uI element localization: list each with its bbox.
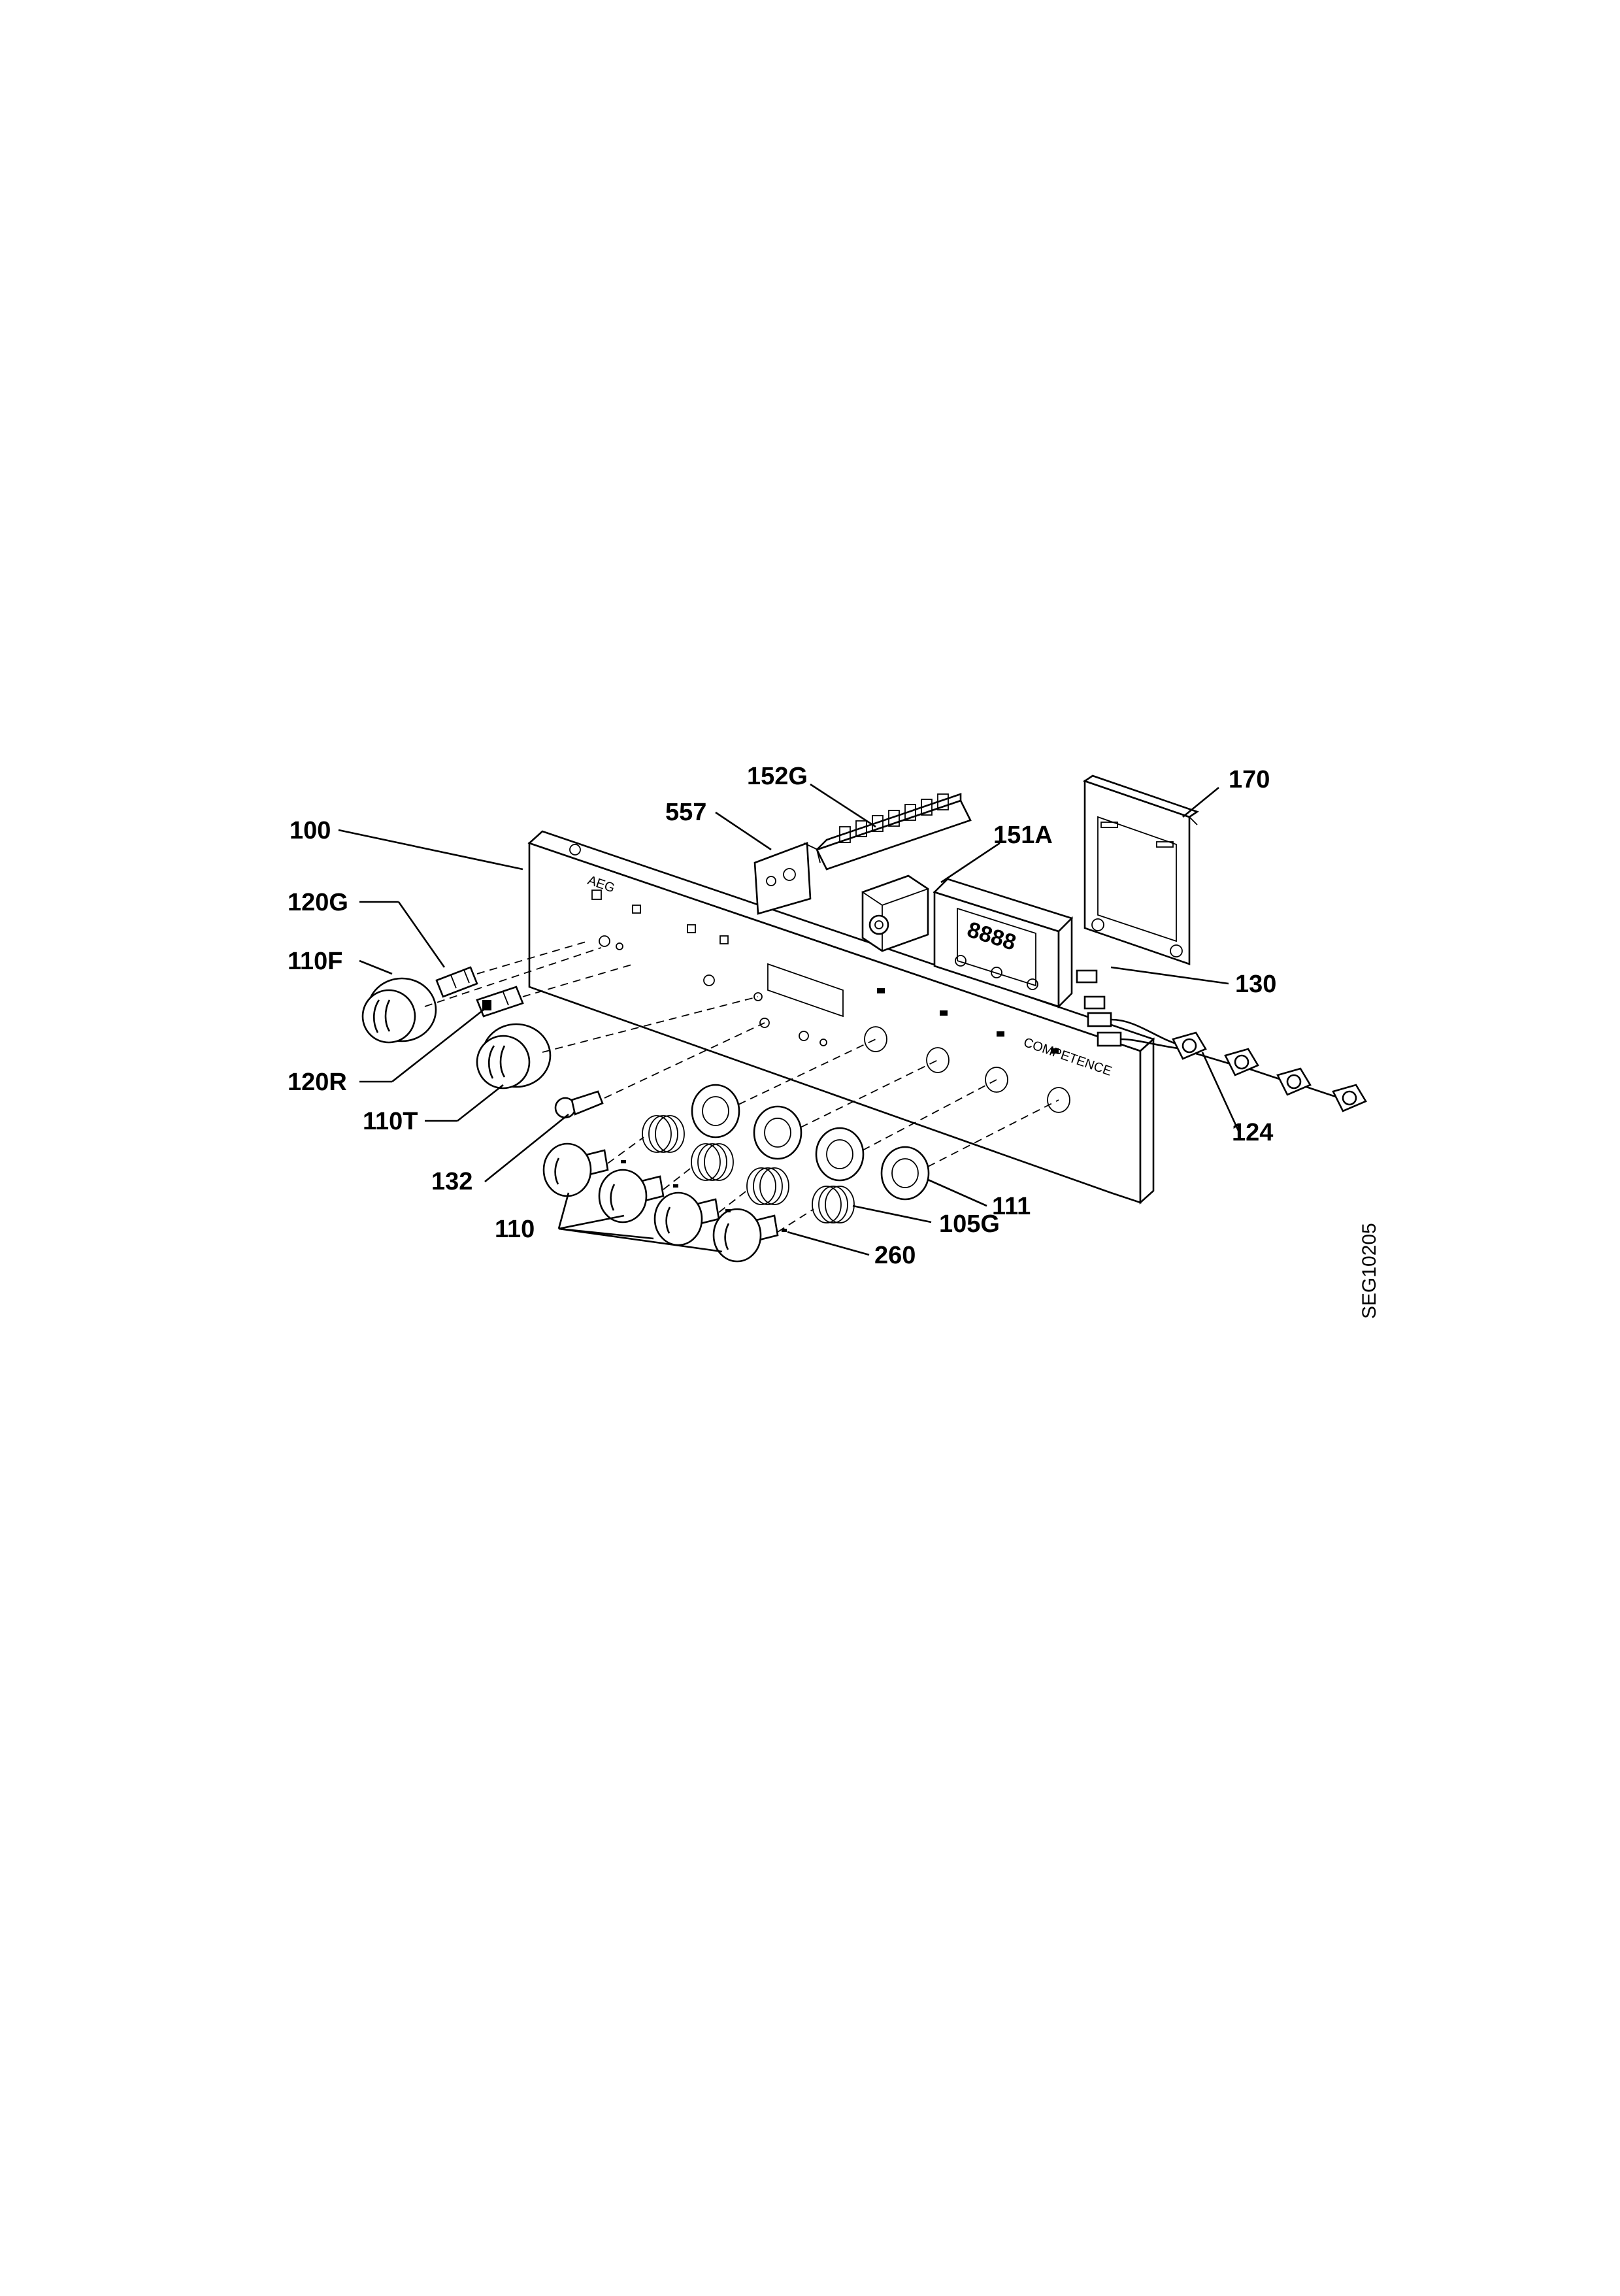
callout-170: 170: [1229, 766, 1270, 793]
callout-100: 100: [289, 817, 331, 844]
control-knobs: [542, 1142, 787, 1263]
terminal-block: [816, 793, 972, 871]
callout-132: 132: [431, 1168, 472, 1195]
callout-110: 110: [495, 1216, 535, 1243]
callout-130: 130: [1235, 971, 1276, 998]
control-panel: AEG COMPETENCE: [527, 830, 1155, 1205]
callout-120R: 120R: [288, 1069, 347, 1096]
cover-plate: [1083, 774, 1199, 965]
indicator-lamp-harness: [1087, 1012, 1367, 1112]
indicator-light-red: [476, 986, 524, 1018]
drawing-code: SEG10205: [1359, 1223, 1380, 1319]
callout-105G: 105G: [939, 1210, 1000, 1238]
callout-124: 124: [1232, 1119, 1273, 1146]
callout-110T: 110T: [363, 1108, 418, 1135]
electronic-timer: 8888: [933, 878, 1106, 1010]
callout-260: 260: [874, 1242, 916, 1269]
callout-110F: 110F: [288, 948, 343, 975]
callout-labels: 100 557 152G 151A 170 120G 110F 120R 110…: [288, 763, 1276, 1269]
knob-110F: [361, 977, 437, 1044]
callout-111: 111: [992, 1193, 1031, 1220]
callout-151A: 151A: [993, 822, 1053, 849]
callout-152G: 152G: [747, 763, 808, 790]
callout-557: 557: [665, 799, 706, 826]
knob-110T: [476, 1023, 552, 1090]
push-button: [554, 1090, 604, 1119]
leader-lines: [338, 783, 1240, 1256]
assembly-guide-lines: [424, 940, 1059, 1233]
indicator-light-green: [435, 966, 478, 998]
knob-bezels: [691, 1084, 930, 1201]
callout-120G: 120G: [288, 889, 348, 916]
spring-group: [642, 1115, 855, 1223]
selector-switch: [861, 874, 929, 952]
switch-bracket: [753, 842, 825, 915]
